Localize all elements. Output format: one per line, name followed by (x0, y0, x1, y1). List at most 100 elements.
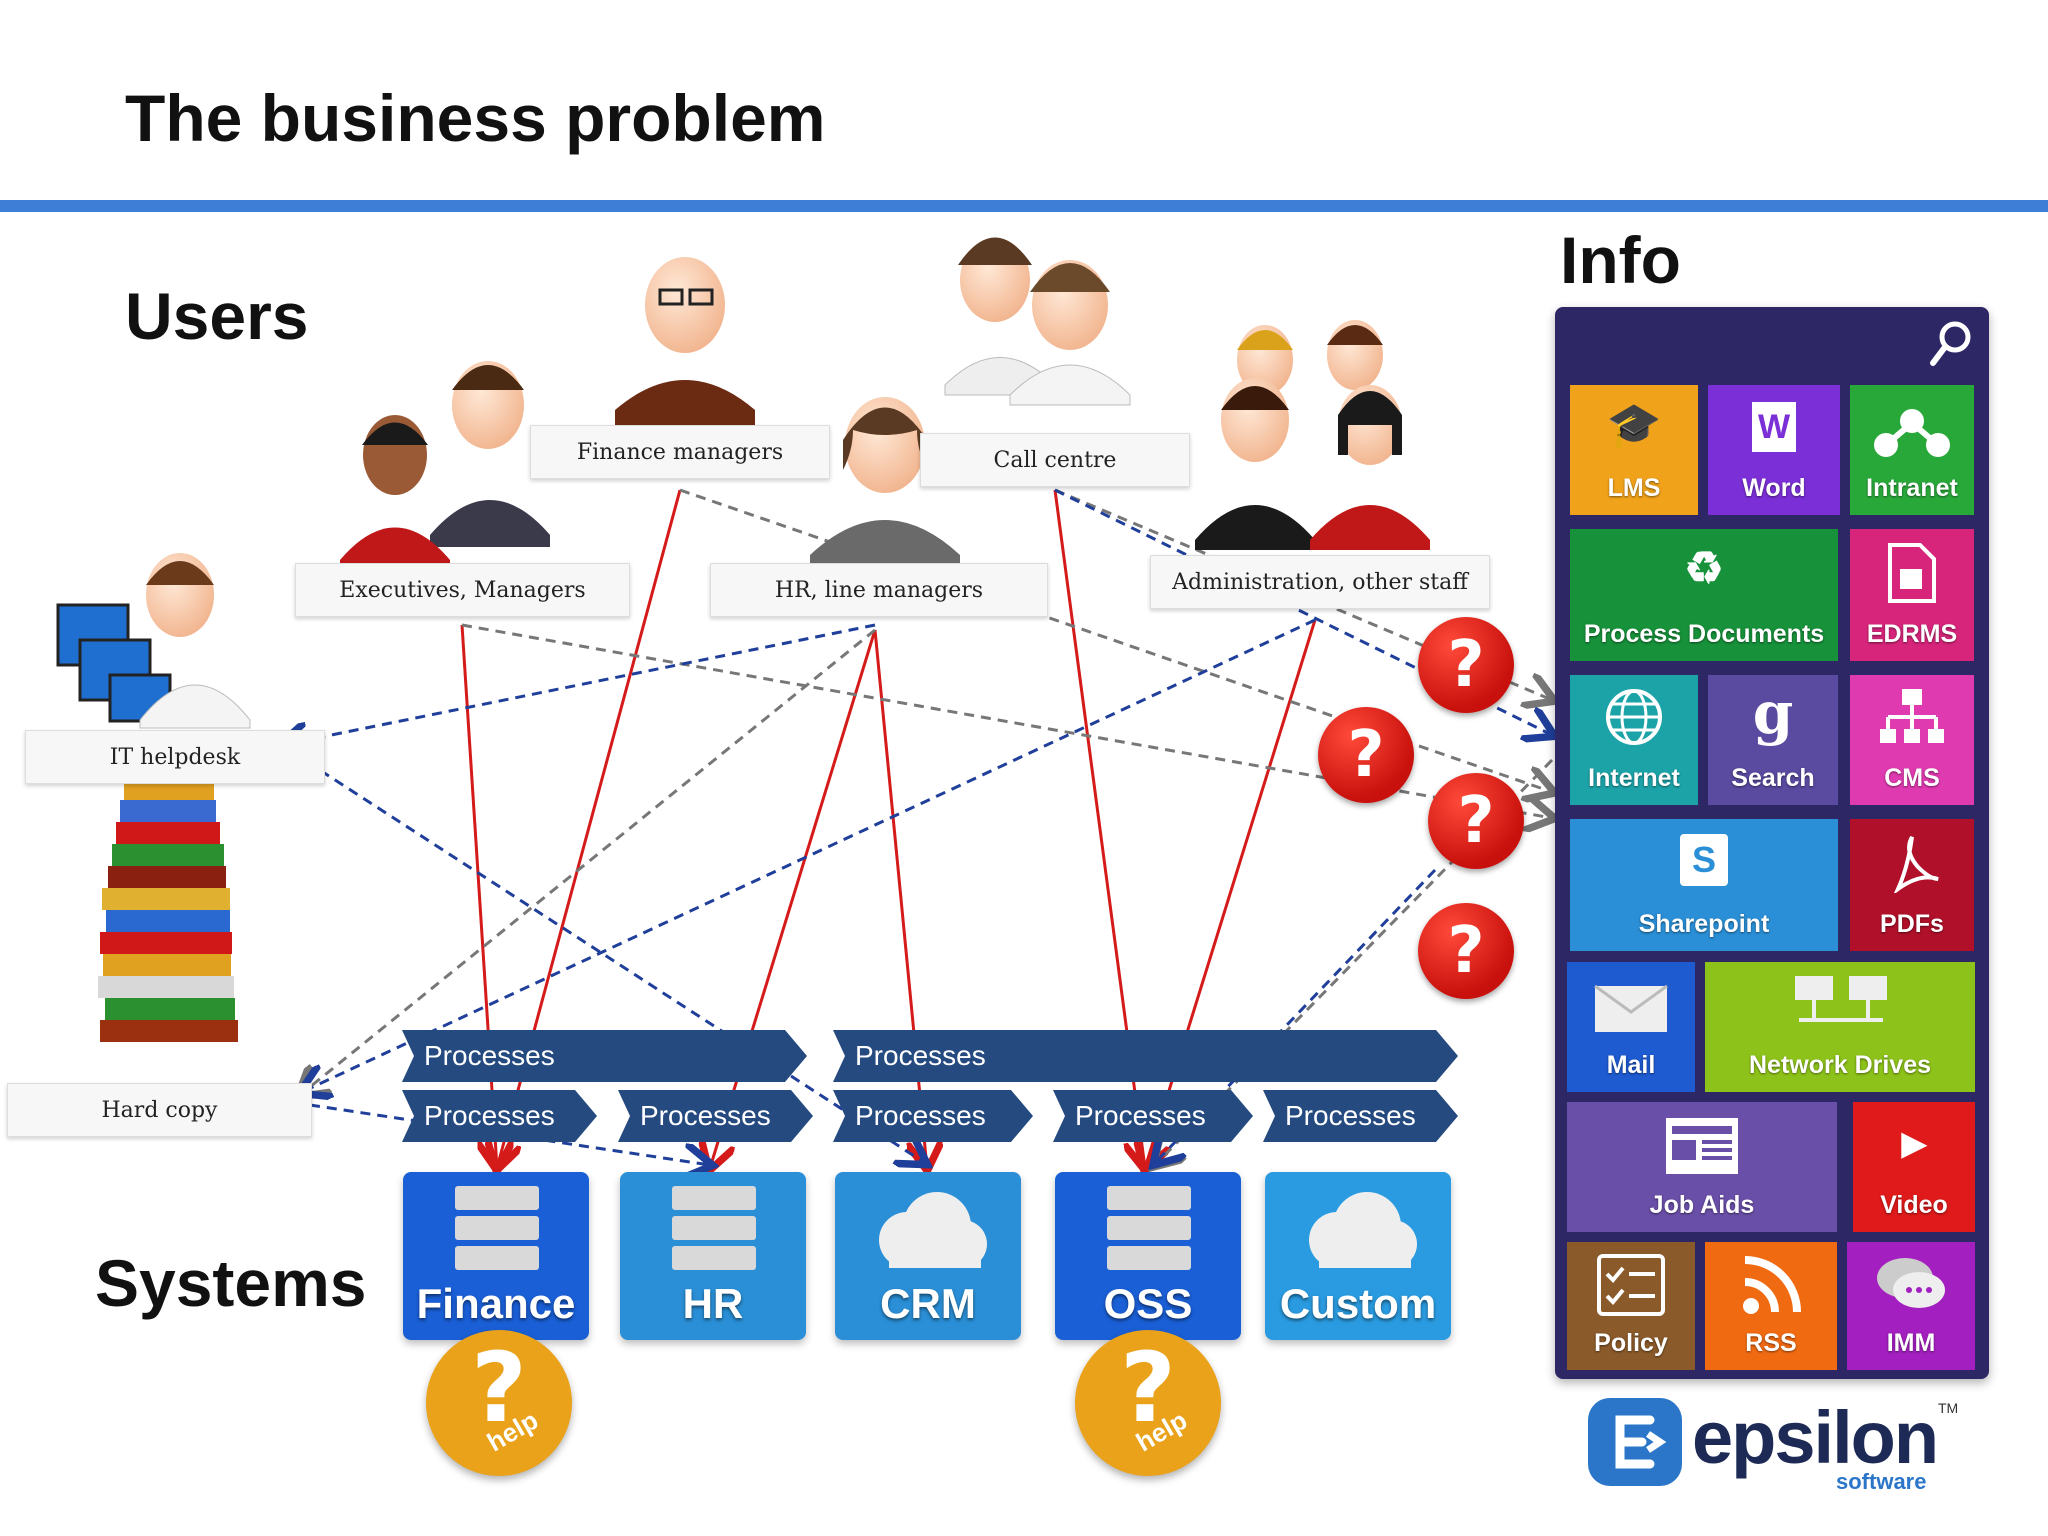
tile-lms[interactable]: 🎓 LMS (1570, 385, 1698, 515)
question-badge: ? (1418, 903, 1514, 999)
google-icon: g (1752, 679, 1794, 747)
tile-internet[interactable]: Internet (1570, 675, 1698, 805)
checklist-icon (1597, 1254, 1665, 1316)
tile-label: Internet (1588, 764, 1680, 792)
tile-label: Job Aids (1649, 1191, 1755, 1219)
user-label-executives-managers: Executives, Managers (295, 563, 630, 617)
users-heading: Users (125, 279, 309, 353)
tile-label: LMS (1607, 474, 1661, 502)
system-crm[interactable]: CRM (835, 1172, 1021, 1340)
rss-icon (1743, 1256, 1801, 1314)
hierarchy-icon (1880, 689, 1944, 743)
process-arrow: Processes (618, 1090, 813, 1142)
tile-policy[interactable]: Policy (1567, 1242, 1695, 1370)
mail-icon (1594, 984, 1668, 1032)
question-badge: ? (1318, 707, 1414, 803)
newspaper-icon (1666, 1118, 1738, 1174)
tile-video[interactable]: ▶ Video (1853, 1102, 1975, 1232)
tile-intranet[interactable]: Intranet (1850, 385, 1974, 515)
system-custom[interactable]: Custom (1265, 1172, 1451, 1340)
tile-label: Search (1731, 764, 1815, 792)
user-label-administration-staff: Administration, other staff (1150, 555, 1490, 609)
process-arrow: Processes (1053, 1090, 1253, 1142)
epsilon-logo: epsilon (1692, 1396, 1939, 1479)
tile-label: Sharepoint (1638, 910, 1770, 938)
help-badge-oss: ? help (1075, 1330, 1221, 1476)
tile-label: PDFs (1880, 910, 1944, 938)
tile-label: RSS (1745, 1329, 1797, 1357)
tile-label: CMS (1884, 764, 1940, 792)
user-label-finance-managers: Finance managers (530, 425, 830, 479)
process-arrow: Processes (833, 1090, 1033, 1142)
process-arrow: Processes (1263, 1090, 1458, 1142)
help-question-mark: ? (471, 1332, 527, 1444)
system-label: Finance (416, 1280, 576, 1327)
link-hr-ithelpdesk (282, 623, 876, 745)
pdf-icon (1893, 836, 1939, 893)
tile-label: Policy (1594, 1329, 1668, 1357)
tile-cms[interactable]: CMS (1850, 675, 1974, 805)
tile-label: EDRMS (1866, 620, 1958, 648)
system-label: Custom (1279, 1280, 1437, 1327)
link-hr-hardcopy (300, 628, 876, 1095)
document-icon (1888, 543, 1936, 603)
tile-network-drives[interactable]: Network Drives (1705, 962, 1975, 1092)
question-badge: ? (1418, 617, 1514, 713)
tile-label: Intranet (1866, 474, 1958, 502)
chat-icon (1877, 1258, 1945, 1308)
database-icon (672, 1186, 756, 1270)
system-label: OSS (1103, 1280, 1193, 1327)
link-finmgr-info (679, 488, 1552, 792)
user-label-it-helpdesk: IT helpdesk (25, 730, 325, 784)
link-hr-hr (710, 629, 877, 1168)
help-question-mark: ? (1120, 1332, 1176, 1444)
database-icon (1107, 1186, 1191, 1270)
tile-word[interactable]: W Word (1708, 385, 1840, 515)
youtube-icon: ▶ (1901, 1125, 1927, 1161)
sharepoint-icon: S (1570, 833, 1838, 886)
system-oss[interactable]: OSS (1055, 1172, 1241, 1340)
system-hr[interactable]: HR (620, 1172, 806, 1340)
info-panel: 🎓 LMS W Word Intranet ♻ Process Document… (1555, 307, 1989, 1379)
epsilon-logo-tm: TM (1938, 1400, 1959, 1416)
tile-mail[interactable]: Mail (1567, 962, 1695, 1092)
globe-icon (1606, 689, 1662, 745)
page-title: The business problem (125, 81, 826, 155)
tile-job-aids[interactable]: Job Aids (1567, 1102, 1837, 1232)
link-hr-crm (873, 629, 927, 1168)
tile-search[interactable]: g Search (1708, 675, 1838, 805)
info-heading: Info (1560, 223, 1681, 297)
tile-label: Word (1742, 474, 1806, 502)
tile-label: Process Documents (1583, 620, 1825, 648)
user-label-hr-line-managers: HR, line managers (710, 563, 1048, 617)
tile-sharepoint[interactable]: S Sharepoint (1570, 819, 1838, 951)
title-rule (0, 200, 2048, 212)
tile-rss[interactable]: RSS (1705, 1242, 1837, 1370)
user-label-hard-copy: Hard copy (7, 1083, 312, 1137)
system-label: HR (682, 1280, 744, 1327)
search-icon[interactable] (1929, 319, 1975, 369)
tile-edrms[interactable]: EDRMS (1850, 529, 1974, 661)
tile-pdfs[interactable]: PDFs (1850, 819, 1974, 951)
tile-label: Video (1880, 1191, 1948, 1219)
epsilon-logo-icon (1588, 1398, 1682, 1486)
link-ithelpdesk-crm (291, 750, 925, 1163)
tile-imm[interactable]: IMM (1847, 1242, 1975, 1370)
epsilon-logo-sub: software (1836, 1469, 1927, 1494)
process-arrow: Processes (402, 1090, 597, 1142)
process-arrow: Processes (402, 1030, 807, 1082)
process-arrow: Processes (833, 1030, 1458, 1082)
word-icon: W (1708, 399, 1840, 452)
tile-label: Network Drives (1748, 1051, 1932, 1079)
user-label-call-centre: Call centre (920, 433, 1190, 487)
graduation-cap-icon: 🎓 (1606, 401, 1662, 450)
question-badge: ? (1428, 773, 1524, 869)
systems-heading: Systems (95, 1246, 367, 1320)
cloud-icon (1309, 1192, 1417, 1268)
help-badge-finance: ? help (426, 1330, 572, 1476)
system-finance[interactable]: Finance (403, 1172, 589, 1340)
cloud-icon (879, 1192, 987, 1268)
tile-process-documents[interactable]: ♻ Process Documents (1570, 529, 1838, 661)
tile-label: Mail (1606, 1051, 1656, 1079)
network-icon (1874, 409, 1950, 457)
